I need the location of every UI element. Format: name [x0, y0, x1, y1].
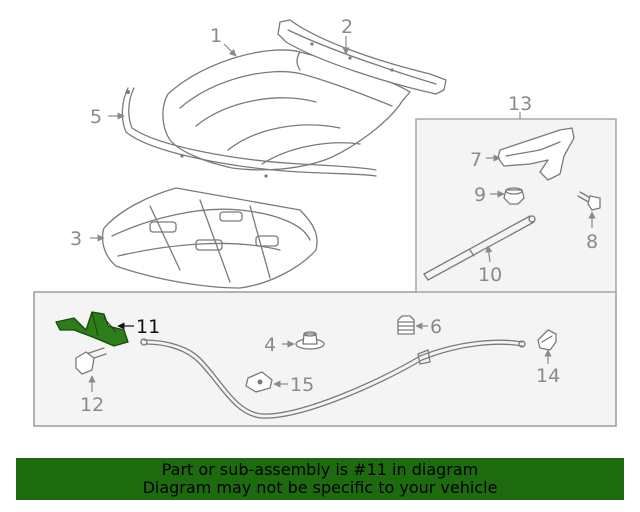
callout-6[interactable]: 6 — [430, 316, 442, 338]
latch-support-highlighted — [55, 311, 129, 347]
leader-1 — [223, 43, 237, 57]
callout-2[interactable]: 2 — [341, 16, 353, 38]
grommet-4 — [295, 331, 325, 350]
hood-insulator — [101, 187, 318, 289]
callout-7[interactable]: 7 — [470, 149, 482, 171]
cowl-seal — [277, 19, 447, 95]
callout-9[interactable]: 9 — [474, 184, 486, 206]
leader-10 — [485, 245, 493, 263]
callout-4[interactable]: 4 — [264, 334, 276, 356]
callout-1[interactable]: 1 — [210, 25, 222, 47]
callout-11[interactable]: 11 — [136, 316, 160, 338]
clip-15 — [245, 371, 273, 393]
callout-14[interactable]: 14 — [536, 365, 560, 387]
bolt-12 — [75, 347, 107, 375]
banner-line-part-number: Part or sub-assembly is #11 in diagram — [161, 460, 479, 479]
hood-panel — [162, 49, 411, 171]
callout-3[interactable]: 3 — [70, 228, 82, 250]
lower-group-box — [33, 291, 617, 427]
clip-9 — [503, 187, 525, 205]
callout-8[interactable]: 8 — [586, 231, 598, 253]
bolt-8 — [577, 191, 601, 211]
callout-12[interactable]: 12 — [80, 394, 104, 416]
disclaimer-banner: Part or sub-assembly is #11 in diagram D… — [16, 458, 624, 500]
banner-line-disclaimer: Diagram may not be specific to your vehi… — [142, 478, 498, 497]
lift-support — [423, 215, 536, 281]
callout-5[interactable]: 5 — [90, 106, 102, 128]
bumper-6 — [397, 315, 415, 335]
callout-15[interactable]: 15 — [290, 374, 314, 396]
latch-14 — [537, 329, 557, 351]
callout-13[interactable]: 13 — [508, 93, 532, 115]
callout-10[interactable]: 10 — [478, 264, 502, 286]
release-cable — [140, 338, 526, 419]
hood-hinge — [497, 127, 575, 181]
